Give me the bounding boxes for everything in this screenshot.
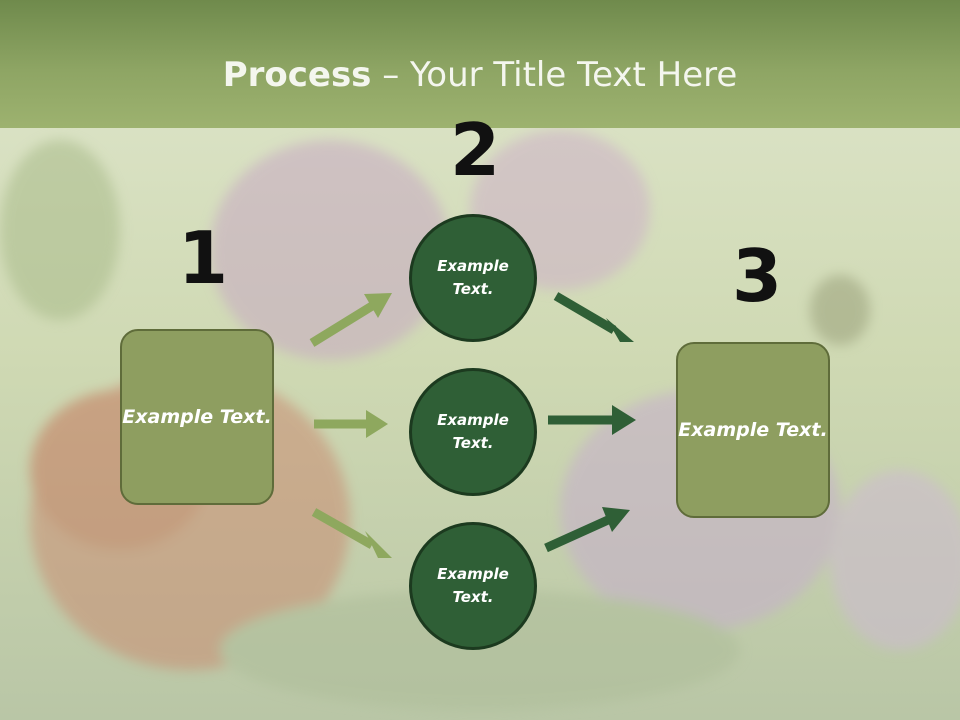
step-1-number: 1 — [178, 216, 229, 300]
left-box-text: Example Text. — [122, 405, 272, 428]
middle-circle-text: Example Text. — [437, 411, 509, 452]
arrow-middle-to-right — [548, 405, 636, 435]
arrow-left-to-middle — [314, 410, 388, 438]
arrow-bottom-to-right — [544, 507, 630, 553]
step-3-number: 3 — [732, 234, 783, 318]
right-step-box: Example Text. — [676, 342, 830, 518]
title-rest: – Your Title Text Here — [371, 55, 738, 95]
title-banner — [0, 0, 960, 128]
top-circle: Example Text. — [409, 214, 537, 342]
title-bold: Process — [222, 55, 372, 95]
middle-circle: Example Text. — [409, 368, 537, 496]
top-circle-text: Example Text. — [437, 257, 509, 298]
arrow-top-to-right — [553, 292, 634, 342]
arrow-left-to-top — [309, 293, 392, 347]
step-2-number: 2 — [450, 108, 501, 192]
bottom-circle-text: Example Text. — [437, 565, 509, 606]
bottom-circle: Example Text. — [409, 522, 537, 650]
right-box-text: Example Text. — [678, 418, 828, 441]
left-step-box: Example Text. — [120, 329, 274, 505]
slide-title: Process – Your Title Text Here — [0, 54, 960, 96]
arrow-left-to-bottom — [311, 508, 392, 558]
